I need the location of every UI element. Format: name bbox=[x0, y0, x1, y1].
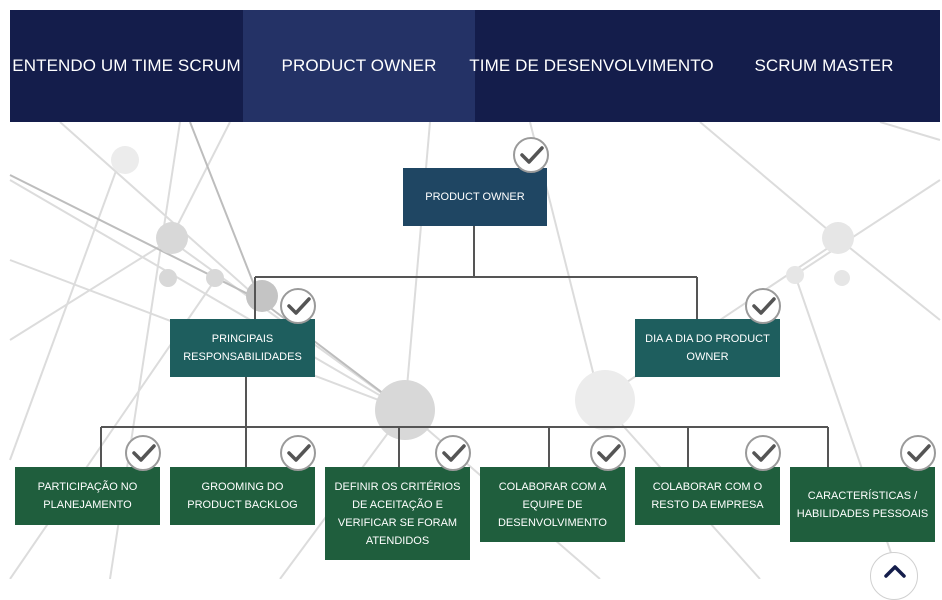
check-icon bbox=[900, 435, 936, 471]
tab-product-owner[interactable]: PRODUCT OWNER bbox=[243, 10, 475, 122]
tab-entendo-um-time-scrum[interactable]: ENTENDO UM TIME SCRUM bbox=[12, 56, 241, 75]
check-icon bbox=[513, 137, 549, 173]
node-colaborar-equipe[interactable]: COLABORAR COM A EQUIPE DE DESENVOLVIMENT… bbox=[480, 467, 625, 542]
node-label: COLABORAR COM O RESTO DA EMPRESA bbox=[651, 481, 764, 511]
node-label: PRINCIPAIS RESPONSABILIDADES bbox=[183, 333, 302, 363]
node-principais-responsabilidades[interactable]: PRINCIPAIS RESPONSABILIDADES bbox=[170, 319, 315, 377]
tree-connectors bbox=[100, 226, 829, 467]
node-colaborar-empresa[interactable]: COLABORAR COM O RESTO DA EMPRESA bbox=[635, 467, 780, 525]
node-label: CARACTERÍSTICAS / HABILIDADES PESSOAIS bbox=[796, 489, 929, 520]
check-icon bbox=[280, 288, 316, 324]
tab-time-de-desenvolvimento[interactable]: TIME DE DESENVOLVIMENTO bbox=[469, 56, 714, 75]
check-icon bbox=[590, 435, 626, 471]
chevron-up-icon bbox=[884, 565, 906, 578]
node-label: PARTICIPAÇÃO NO PLANEJAMENTO bbox=[37, 481, 138, 511]
node-dia-a-dia[interactable]: DIA A DIA DO PRODUCT OWNER bbox=[635, 319, 780, 377]
tab-bar: ENTENDO UM TIME SCRUM PRODUCT OWNER TIME… bbox=[10, 10, 940, 122]
node-caracteristicas[interactable]: CARACTERÍSTICAS / HABILIDADES PESSOAIS bbox=[790, 467, 935, 542]
node-participacao-planejamento[interactable]: PARTICIPAÇÃO NO PLANEJAMENTO bbox=[15, 467, 160, 525]
node-label: GROOMING DO PRODUCT BACKLOG bbox=[187, 481, 298, 511]
node-label: DEFINIR OS CRITÉRIOS DE ACEITAÇÃO E VERI… bbox=[334, 480, 461, 547]
node-product-owner[interactable]: PRODUCT OWNER bbox=[403, 168, 547, 226]
check-icon bbox=[435, 435, 471, 471]
check-icon bbox=[745, 288, 781, 324]
node-definir-criterios[interactable]: DEFINIR OS CRITÉRIOS DE ACEITAÇÃO E VERI… bbox=[325, 467, 470, 560]
network-background bbox=[9, 121, 941, 579]
check-icon bbox=[745, 435, 781, 471]
node-label: DIA A DIA DO PRODUCT OWNER bbox=[645, 333, 770, 363]
node-grooming-backlog[interactable]: GROOMING DO PRODUCT BACKLOG bbox=[170, 467, 315, 525]
tab-scrum-master[interactable]: SCRUM MASTER bbox=[754, 56, 894, 75]
check-icon bbox=[125, 435, 161, 471]
node-label: COLABORAR COM A EQUIPE DE DESENVOLVIMENT… bbox=[497, 480, 607, 529]
node-label: PRODUCT OWNER bbox=[425, 191, 525, 203]
scroll-top-button[interactable] bbox=[870, 552, 918, 600]
check-icon bbox=[280, 435, 316, 471]
